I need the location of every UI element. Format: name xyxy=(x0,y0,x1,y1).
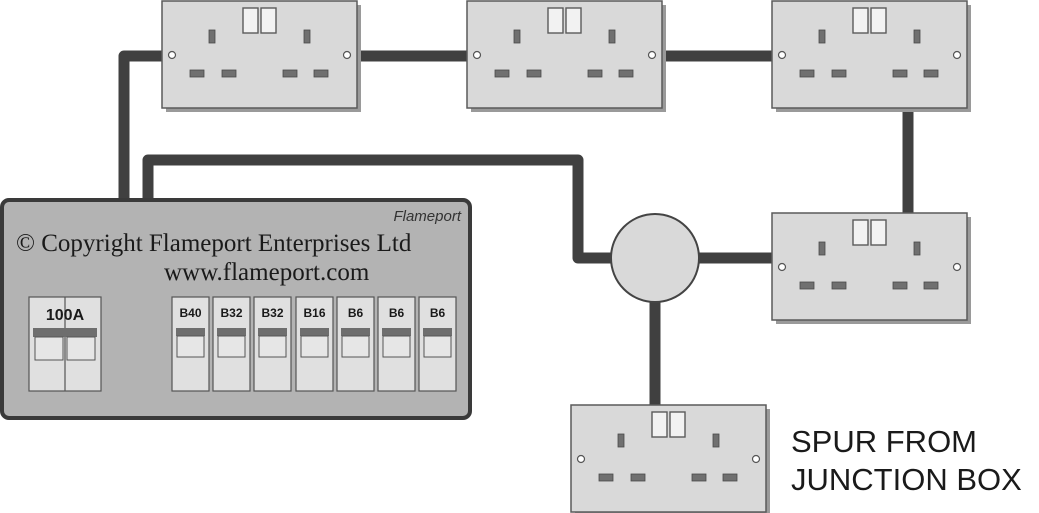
ring-socket-3 xyxy=(771,0,972,113)
breaker-b6-3: B6 xyxy=(418,296,457,392)
breaker-label: B16 xyxy=(303,306,325,320)
ring-cable-out xyxy=(118,50,162,200)
main-switch: 100A xyxy=(28,296,102,392)
copyright-watermark: © Copyright Flameport Enterprises Ltd xyxy=(16,230,412,257)
ring-socket-2 xyxy=(466,0,667,113)
breaker-b40: B40 xyxy=(171,296,210,392)
website-watermark: www.flameport.com xyxy=(164,259,370,286)
breaker-label: B32 xyxy=(220,306,242,320)
ring-socket-4 xyxy=(771,212,972,325)
ring-cable-return xyxy=(142,154,613,264)
ring-socket-1 xyxy=(161,0,362,113)
breaker-label: B6 xyxy=(430,306,446,320)
spur-label-line2: JUNCTION BOX xyxy=(791,462,1022,497)
breaker-label: B6 xyxy=(348,306,364,320)
consumer-unit: Flameport 100A B40 B32 B32 xyxy=(0,198,472,420)
spur-socket xyxy=(570,404,771,513)
brand-label: Flameport xyxy=(393,208,461,225)
spur-label-line1: SPUR FROM xyxy=(791,424,977,459)
breaker-b16: B16 xyxy=(295,296,334,392)
breaker-label: B40 xyxy=(179,306,201,320)
breaker-b32-2: B32 xyxy=(253,296,292,392)
breaker-b6-2: B6 xyxy=(377,296,416,392)
breaker-label: B32 xyxy=(261,306,283,320)
breaker-b6-1: B6 xyxy=(336,296,375,392)
breaker-label: B6 xyxy=(389,306,405,320)
breaker-b32-1: B32 xyxy=(212,296,251,392)
junction-box xyxy=(610,213,700,303)
main-switch-label: 100A xyxy=(46,307,85,324)
cables xyxy=(118,50,914,406)
